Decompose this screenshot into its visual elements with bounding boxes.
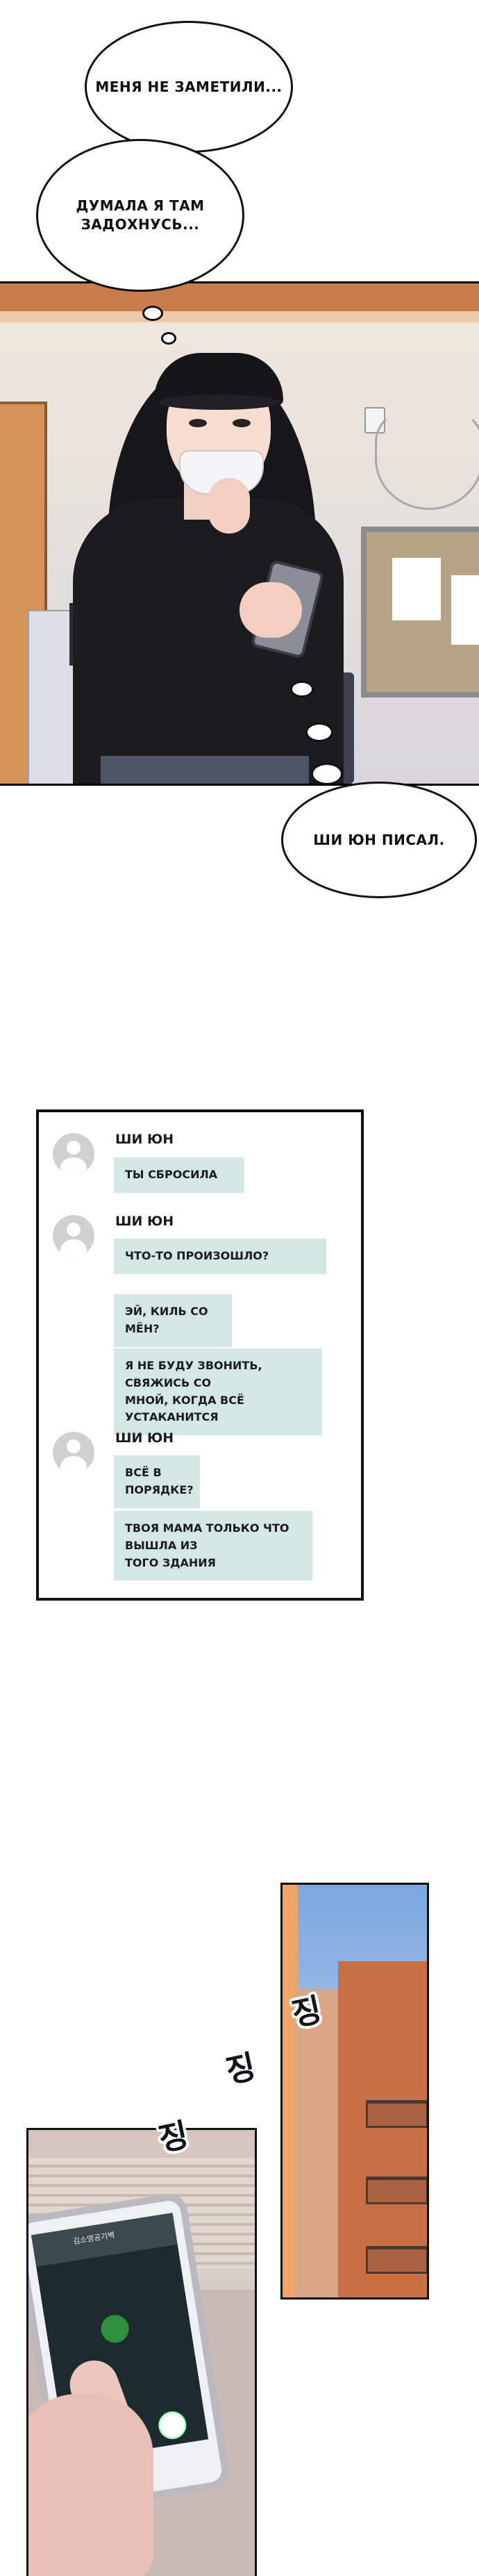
avatar: [53, 1215, 94, 1257]
hanging-cable: [375, 408, 479, 510]
pinned-paper: [451, 575, 479, 645]
chat-message: ВСЁ В ПОРЯДКЕ?: [114, 1455, 200, 1508]
chat-panel: ШИ ЮН ТЫ СБРОСИЛА ШИ ЮН ЧТО-ТО ПРОИЗОШЛО…: [36, 1109, 364, 1601]
thought-trail-dot: [142, 306, 163, 321]
wooden-door: [0, 402, 47, 784]
ceiling-trim: [0, 311, 479, 322]
balcony: [366, 2177, 427, 2204]
sender-name: ШИ ЮН: [115, 1214, 174, 1229]
avatar-body-icon: [60, 1239, 87, 1257]
character-hand: [208, 478, 250, 534]
character-eye: [233, 419, 251, 427]
apartment-building: [338, 1961, 427, 2297]
avatar: [53, 1432, 94, 1473]
chat-message: ЧТО-ТО ПРОИЗОШЛО?: [114, 1239, 326, 1274]
thought-text-1: МЕНЯ НЕ ЗАМЕТИЛИ...: [95, 78, 283, 95]
thought-trail-dot: [311, 763, 343, 785]
phone-call-panel: 김소영공기벽: [26, 2128, 257, 2576]
building-side: [295, 1989, 344, 2297]
vibration-sfx: 징: [222, 2047, 260, 2090]
sender-name: ШИ ЮН: [115, 1132, 174, 1147]
character-jeans: [101, 756, 309, 784]
balcony: [366, 2246, 427, 2274]
avatar-head-icon: [67, 1141, 81, 1155]
character-eye: [189, 419, 207, 427]
avatar-body-icon: [60, 1157, 87, 1175]
foreground-pillar: [283, 1885, 298, 2297]
thought-bubble-top: МЕНЯ НЕ ЗАМЕТИЛИ...: [85, 21, 293, 153]
narration-text: ШИ ЮН ПИСАЛ.: [313, 831, 445, 848]
chat-message: ТВОЯ МАМА ТОЛЬКО ЧТО ВЫШЛА ИЗ ТОГО ЗДАНИ…: [114, 1511, 312, 1581]
room-scene-panel: [0, 281, 479, 786]
building-panel: [280, 1883, 429, 2300]
thought-bubble-middle: ДУМАЛА Я ТАМ ЗАДОХНУСЬ...: [36, 139, 244, 292]
thought-trail-dot: [305, 723, 333, 742]
chat-message: Я НЕ БУДУ ЗВОНИТЬ, СВЯЖИСЬ СО МНОЙ, КОГД…: [114, 1348, 322, 1436]
chat-message: ЭЙ, КИЛЬ СО МЁН?: [114, 1294, 232, 1347]
hand-holding-phone: [28, 2394, 153, 2576]
balcony: [366, 2100, 427, 2128]
thought-text-2: ДУМАЛА Я ТАМ ЗАДОХНУСЬ...: [76, 197, 205, 233]
avatar: [53, 1133, 94, 1175]
avatar-head-icon: [67, 1223, 81, 1237]
cap-brim: [158, 395, 280, 410]
avatar-body-icon: [60, 1456, 87, 1473]
ceiling-beam: [0, 283, 479, 311]
character-hand: [239, 582, 302, 638]
narration-bubble: ШИ ЮН ПИСАЛ.: [281, 782, 477, 898]
thought-trail-dot: [290, 681, 314, 697]
thought-trail-dot: [161, 332, 176, 345]
pinned-paper: [392, 558, 441, 620]
chat-message: ТЫ СБРОСИЛА: [114, 1157, 244, 1193]
avatar-head-icon: [67, 1439, 81, 1453]
sender-name: ШИ ЮН: [115, 1430, 174, 1446]
